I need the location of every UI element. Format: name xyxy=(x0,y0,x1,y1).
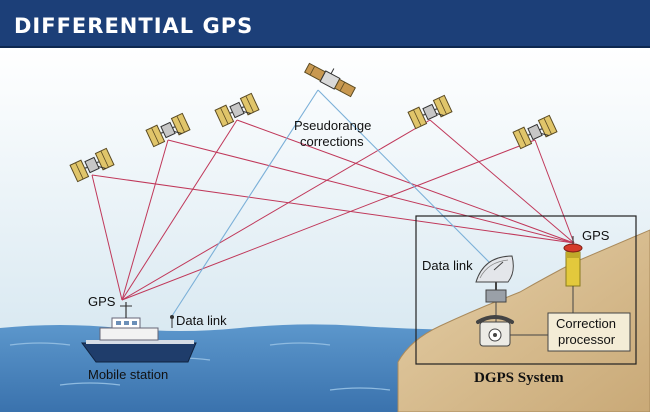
gps-antenna-icon xyxy=(563,236,583,287)
data-link-lines xyxy=(171,89,493,317)
pseudorange-label-line1: Pseudorange xyxy=(294,118,371,133)
comm-satellite-icon xyxy=(304,62,356,98)
mobile-station-label: Mobile station xyxy=(88,367,168,382)
satellite-dish-icon xyxy=(475,255,514,303)
correction-processor-box xyxy=(547,312,631,352)
data-link-mobile-label: Data link xyxy=(176,313,227,328)
data-link-base-label: Data link xyxy=(422,258,473,273)
page-title: DIFFERENTIAL GPS xyxy=(14,14,253,38)
gps-base-label: GPS xyxy=(582,228,610,243)
dgps-system-box xyxy=(415,215,637,365)
signal-lines xyxy=(91,119,575,301)
correction-processor-line1: Correction xyxy=(556,316,616,331)
gps-mobile-label: GPS xyxy=(88,294,116,309)
telephone-icon xyxy=(476,315,514,347)
header-bar xyxy=(0,0,650,48)
correction-processor-line2: processor xyxy=(558,332,616,347)
dgps-system-label: DGPS System xyxy=(474,370,564,386)
pseudorange-label-line2: corrections xyxy=(300,134,364,149)
ship-icon xyxy=(81,302,197,363)
